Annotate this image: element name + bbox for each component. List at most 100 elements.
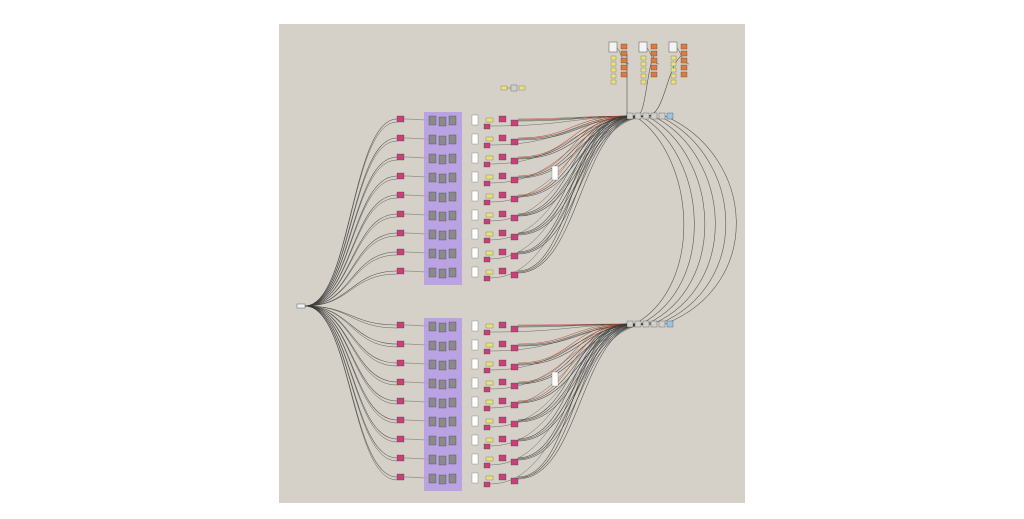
yellow-panel-icon[interactable] [610, 61, 617, 67]
gray-component-icon[interactable] [448, 435, 457, 446]
gray-component-icon[interactable] [448, 210, 457, 221]
white-panel-icon[interactable] [471, 377, 479, 389]
orange-block-icon[interactable] [680, 71, 688, 78]
pink-param-icon[interactable] [483, 443, 491, 450]
gray-component-icon[interactable] [438, 135, 447, 146]
pink-param-icon[interactable] [498, 172, 507, 180]
yellow-panel-icon[interactable] [610, 73, 617, 79]
pink-param-icon[interactable] [498, 248, 507, 256]
gray-component-icon[interactable] [438, 230, 447, 241]
white-panel-icon[interactable] [471, 320, 479, 332]
pink-param-icon[interactable] [498, 321, 507, 329]
pink-param-icon[interactable] [510, 439, 519, 447]
pink-param-icon[interactable] [396, 397, 405, 405]
pink-param-icon[interactable] [396, 378, 405, 386]
white-panel-icon[interactable] [471, 472, 479, 484]
pink-param-icon[interactable] [510, 344, 519, 352]
pink-param-icon[interactable] [396, 416, 405, 424]
gray-component-icon[interactable] [448, 229, 457, 240]
white-panel-icon[interactable] [471, 152, 479, 164]
gray-component-icon[interactable] [608, 41, 618, 53]
gray-component-icon[interactable] [626, 320, 634, 328]
pink-param-icon[interactable] [510, 325, 519, 333]
gray-component-icon[interactable] [428, 340, 437, 351]
white-panel-icon[interactable] [471, 133, 479, 145]
gray-component-icon[interactable] [642, 320, 650, 328]
pink-param-icon[interactable] [510, 458, 519, 466]
white-panel-icon[interactable] [471, 190, 479, 202]
gray-component-icon[interactable] [448, 267, 457, 278]
white-panel-icon[interactable] [471, 266, 479, 278]
gray-component-icon[interactable] [428, 153, 437, 164]
orange-block-icon[interactable] [650, 64, 658, 71]
yellow-panel-icon[interactable] [485, 174, 494, 180]
pink-param-icon[interactable] [498, 397, 507, 405]
white-panel-icon[interactable] [471, 358, 479, 370]
pink-param-icon[interactable] [483, 367, 491, 374]
pink-param-icon[interactable] [396, 153, 405, 161]
white-panel-icon[interactable] [471, 434, 479, 446]
pink-param-icon[interactable] [498, 435, 507, 443]
gray-component-icon[interactable] [428, 321, 437, 332]
gray-component-icon[interactable] [438, 268, 447, 279]
orange-block-icon[interactable] [650, 43, 658, 50]
blue-param-icon[interactable] [666, 320, 674, 328]
gray-component-icon[interactable] [438, 436, 447, 447]
pink-param-icon[interactable] [396, 454, 405, 462]
orange-block-icon[interactable] [620, 43, 628, 50]
yellow-panel-icon[interactable] [640, 61, 647, 67]
orange-block-icon[interactable] [680, 57, 688, 64]
yellow-panel-icon[interactable] [485, 437, 494, 443]
orange-block-icon[interactable] [620, 71, 628, 78]
pink-param-icon[interactable] [510, 363, 519, 371]
pink-param-icon[interactable] [396, 267, 405, 275]
orange-block-icon[interactable] [680, 64, 688, 71]
pink-param-icon[interactable] [396, 321, 405, 329]
pink-param-icon[interactable] [483, 481, 491, 488]
gray-component-icon[interactable] [448, 378, 457, 389]
pink-param-icon[interactable] [510, 176, 519, 184]
white-panel-icon[interactable] [471, 339, 479, 351]
gray-component-icon[interactable] [626, 112, 634, 120]
pink-param-icon[interactable] [498, 229, 507, 237]
gray-component-icon[interactable] [448, 359, 457, 370]
pink-param-icon[interactable] [510, 157, 519, 165]
gray-component-icon[interactable] [438, 417, 447, 428]
gray-component-icon[interactable] [438, 211, 447, 222]
orange-block-icon[interactable] [650, 71, 658, 78]
white-panel-icon[interactable] [551, 371, 559, 387]
pink-param-icon[interactable] [510, 382, 519, 390]
gray-component-icon[interactable] [438, 360, 447, 371]
gray-component-icon[interactable] [650, 320, 658, 328]
gray-component-icon[interactable] [438, 455, 447, 466]
yellow-panel-icon[interactable] [610, 67, 617, 73]
gray-component-icon[interactable] [438, 341, 447, 352]
orange-block-icon[interactable] [620, 64, 628, 71]
yellow-panel-icon[interactable] [670, 55, 677, 61]
pink-param-icon[interactable] [498, 115, 507, 123]
white-panel-icon[interactable] [471, 171, 479, 183]
gray-component-icon[interactable] [438, 173, 447, 184]
pink-param-icon[interactable] [510, 214, 519, 222]
white-panel-icon[interactable] [471, 228, 479, 240]
gray-component-icon[interactable] [428, 134, 437, 145]
gray-component-icon[interactable] [428, 359, 437, 370]
gray-component-icon[interactable] [658, 112, 666, 120]
yellow-panel-icon[interactable] [485, 361, 494, 367]
yellow-panel-icon[interactable] [500, 85, 508, 91]
pink-param-icon[interactable] [483, 256, 491, 263]
pink-param-icon[interactable] [483, 329, 491, 336]
orange-block-icon[interactable] [650, 57, 658, 64]
pink-param-icon[interactable] [510, 119, 519, 127]
yellow-panel-icon[interactable] [670, 61, 677, 67]
gray-component-icon[interactable] [448, 248, 457, 259]
gray-component-icon[interactable] [428, 229, 437, 240]
gray-component-icon[interactable] [650, 112, 658, 120]
pink-param-icon[interactable] [396, 340, 405, 348]
pink-param-icon[interactable] [483, 161, 491, 168]
pink-param-icon[interactable] [510, 252, 519, 260]
pink-param-icon[interactable] [483, 218, 491, 225]
gray-component-icon[interactable] [510, 84, 518, 92]
pink-param-icon[interactable] [483, 237, 491, 244]
pink-param-icon[interactable] [483, 275, 491, 282]
